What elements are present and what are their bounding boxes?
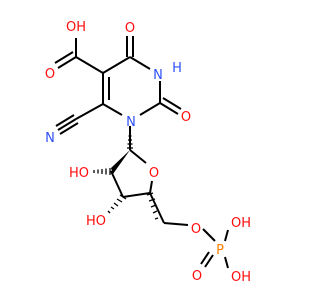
bond-cn-triple-2: [55, 114, 75, 127]
stereo-bonds: [93, 131, 159, 220]
label-ho-3prime: HO: [86, 214, 106, 229]
bond-cn-triple-3: [59, 122, 79, 135]
bond-c5-cacid: [75, 56, 104, 74]
label-p-oh-lower: OH: [231, 270, 251, 285]
label-nitrile-n: N: [45, 131, 55, 146]
label-cooh-oh: OH: [66, 20, 86, 35]
bond-c2prime-c3prime: [110, 170, 124, 198]
hash-c1prime-n1: [127, 131, 133, 149]
bond-p-oh-lower: [224, 256, 229, 269]
label-ho-2prime: HO: [69, 166, 89, 181]
bond-cacid-o-2: [54, 51, 74, 64]
label-p-o: O: [192, 269, 202, 284]
bond-c4-n3: [129, 56, 151, 70]
bond-c5-c4: [102, 56, 131, 74]
atom-labels: OH O O H N N O N HO O HO O P OH OH O: [45, 20, 251, 285]
bond-c2-o-2: [162, 97, 182, 110]
bond-cacid-o: [57, 56, 77, 69]
bond-c4prime-oring: [149, 180, 153, 194]
bond-o5prime-p: [202, 228, 216, 242]
label-n3-h: H: [172, 61, 182, 76]
bond-oring-c1prime: [129, 149, 147, 164]
label-c4-o: O: [125, 21, 135, 36]
hash-c3prime-oh: [107, 194, 127, 214]
bond-c4prime-c5prime: [149, 192, 165, 224]
bond-c3prime-c4prime: [122, 192, 151, 198]
hash-c2prime-oh: [93, 168, 111, 175]
label-n1: N: [126, 115, 136, 130]
label-cooh-o: O: [45, 67, 55, 82]
bond-p-oh-upper: [224, 229, 229, 242]
hash-c4prime-c5prime: [146, 192, 159, 220]
bond-c2-n1: [139, 102, 161, 116]
label-n3: N: [153, 68, 163, 83]
background: [0, 0, 300, 300]
label-p-oh-upper: OH: [231, 216, 251, 231]
label-o5prime: O: [191, 222, 201, 237]
bonds: [54, 36, 229, 269]
bond-c6-cn: [75, 103, 104, 120]
bond-n1-c6: [102, 103, 123, 116]
bond-c2-o: [159, 102, 179, 115]
bond-p-o-double-1: [204, 254, 214, 268]
bond-c5prime-o5prime: [163, 222, 189, 226]
wedge-c1prime-c2prime: [111, 150, 130, 174]
bond-p-o-double-2: [200, 251, 210, 265]
label-p: P: [216, 243, 224, 258]
label-c2-o: O: [181, 110, 191, 125]
molecule-structure: OH O O H N N O N HO O HO O P OH OH O: [0, 0, 300, 300]
bond-cn-triple-1: [57, 118, 77, 131]
label-ring-o: O: [149, 166, 159, 181]
